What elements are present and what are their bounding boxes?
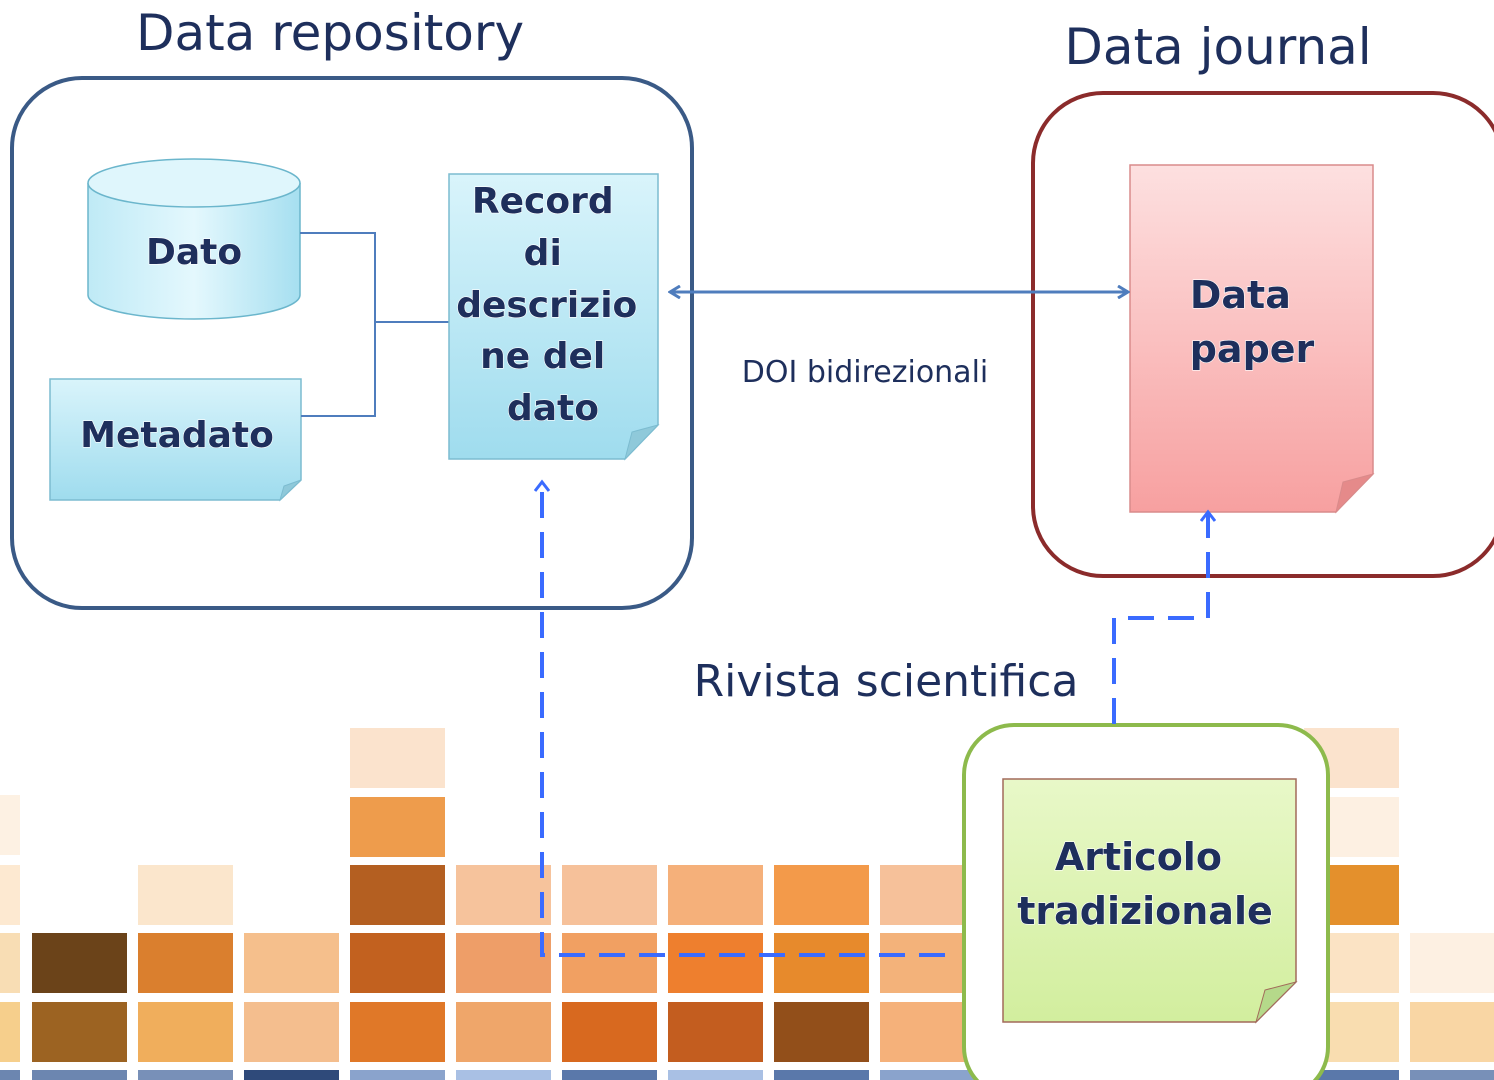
connector-lines <box>300 232 449 417</box>
data-journal-title: Data journal <box>1064 18 1371 76</box>
record-label-line-5: dato <box>507 388 599 429</box>
dashed-arrows <box>542 482 1208 957</box>
record-label-line-4: ne del <box>480 336 605 377</box>
record-label-line-1: Record <box>472 181 614 222</box>
record-document: Record di descrizio ne del dato <box>448 173 660 461</box>
dashed-arrow-to-data-paper <box>1112 512 1208 724</box>
data-paper-label-line-2: paper <box>1190 327 1315 371</box>
data-journal-container <box>1031 91 1494 578</box>
dashed-arrow-to-record <box>542 482 945 957</box>
data-repository-title: Data repository <box>136 4 524 62</box>
data-paper-document: Data paper <box>1129 164 1375 514</box>
articolo-document: Articolo tradizionale <box>1002 778 1298 1024</box>
data-paper-label-line-1: Data <box>1190 273 1291 317</box>
data-paper-label: Data paper <box>1190 273 1315 371</box>
record-label-line-2: di <box>524 233 562 274</box>
articolo-label: Articolo tradizionale <box>1017 835 1273 933</box>
articolo-label-line-2: tradizionale <box>1017 889 1273 933</box>
dato-database: Dato <box>87 158 301 320</box>
doi-label: DOI bidirezionali <box>742 355 989 390</box>
dato-label: Dato <box>146 232 242 273</box>
metadato-label: Metadato <box>80 415 274 456</box>
record-label: Record di descrizio ne del dato <box>456 181 650 429</box>
record-label-line-3: descrizio <box>456 285 637 326</box>
rivista-scientifica-title: Rivista scientifica <box>694 656 1079 707</box>
articolo-label-line-1: Articolo <box>1055 835 1222 879</box>
metadato-document: Metadato <box>49 378 302 502</box>
data-repository-container <box>10 76 694 610</box>
